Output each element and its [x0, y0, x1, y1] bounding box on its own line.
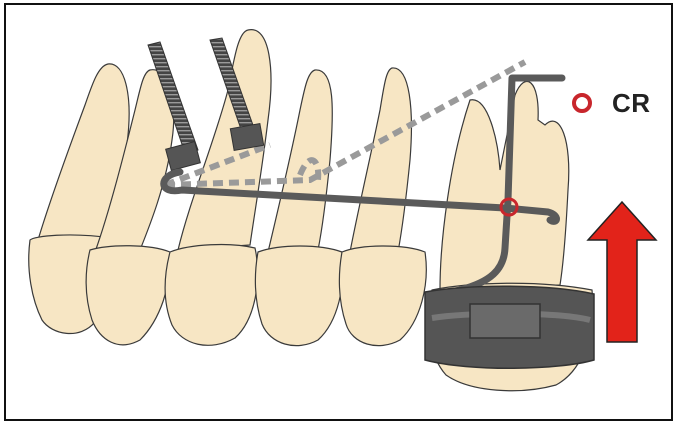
up-arrow-icon	[586, 200, 658, 343]
cr-label: CR	[612, 88, 651, 118]
mini-screw-1	[147, 41, 201, 172]
crown-molar-1	[254, 245, 344, 347]
crown-premolar-1	[85, 245, 171, 346]
tooth-molar-2	[349, 67, 412, 253]
molar-band	[424, 285, 595, 369]
buccal-tube	[469, 303, 541, 339]
cr-marker-tooth	[499, 197, 519, 217]
tooth-molar-1	[267, 69, 333, 253]
cr-legend-marker	[572, 93, 592, 113]
crown-premolar-2	[164, 243, 259, 346]
teeth-group	[28, 29, 594, 392]
activated-wire-dashed	[163, 59, 527, 188]
crown-molar-2	[338, 245, 427, 347]
tooth-target-molar	[439, 80, 570, 291]
mini-screw-2	[209, 37, 265, 152]
